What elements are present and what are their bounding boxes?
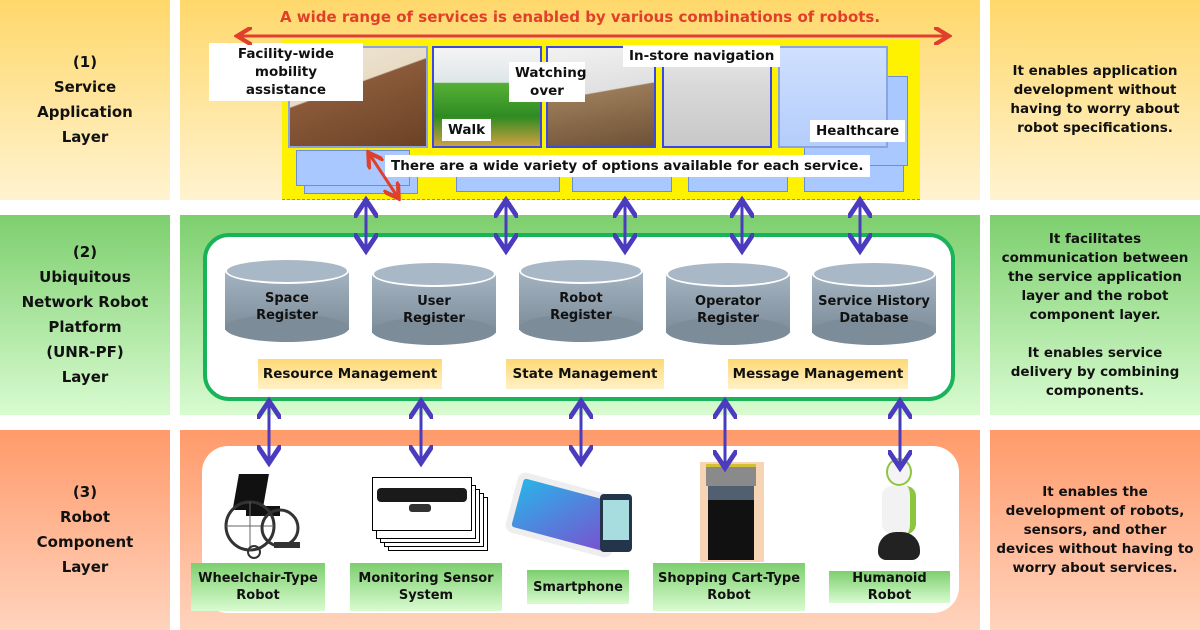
layer1-title: (1) Service Application Layer — [0, 0, 170, 200]
register-label: Register — [403, 311, 465, 326]
description-text: It enables the development of robots, se… — [996, 483, 1194, 576]
wheelchair-icon — [224, 474, 300, 559]
description-text: It facilitates communication between the… — [1001, 230, 1189, 323]
layer2-number: (2) — [72, 243, 98, 261]
layer2-name-line: (UNR-PF) — [46, 343, 124, 361]
layer3-description-panel — [990, 430, 1200, 630]
state-management-label: State Management — [506, 359, 664, 389]
layer1-name-line: Application — [37, 103, 133, 121]
register-label: Robot — [559, 291, 603, 306]
component-label-humanoid: Humanoid Robot — [829, 571, 950, 603]
layer3-number: (3) — [72, 483, 98, 501]
register-label: Register — [697, 311, 759, 326]
component-label-smartphone: Smartphone — [527, 570, 629, 604]
layer2-name-line: Ubiquitous — [39, 268, 131, 286]
service-label-healthcare: Healthcare — [810, 120, 906, 142]
layer1-name-line: Layer — [61, 128, 109, 146]
service-label-mobility: Facility-wide mobility assistance — [209, 43, 363, 101]
service-label-walk: Walk — [442, 119, 492, 141]
register-label: Register — [550, 308, 612, 323]
layer2-name-line: Layer — [61, 368, 109, 386]
register-label: Database — [839, 311, 909, 326]
service-label-watching: Watching over — [509, 62, 587, 102]
layer1-description: It enables application development witho… — [1000, 0, 1190, 200]
tablet-and-phone-icon — [503, 470, 638, 560]
services-headline: A wide range of services is enabled by v… — [279, 8, 881, 26]
description-text: It enables application development witho… — [1010, 63, 1180, 136]
layer1-name-line: Service — [53, 78, 117, 96]
cart-robot-icon — [700, 462, 764, 562]
layer2-description-panel — [990, 215, 1200, 415]
register-label: Space — [265, 291, 309, 306]
register-label: Service History — [818, 294, 930, 309]
options-note: There are a wide variety of options avai… — [385, 155, 870, 177]
register-label: Operator — [695, 294, 761, 309]
layer1-number: (1) — [72, 53, 98, 71]
layer2-label-panel — [0, 215, 170, 415]
register-label: Register — [256, 308, 318, 323]
layer2-title: (2) Ubiquitous Network Robot Platform (U… — [0, 215, 170, 415]
register-label: User — [417, 294, 451, 309]
service-label-store: In-store navigation — [623, 45, 781, 67]
layer3-label-panel — [0, 430, 170, 630]
layer1-label-panel — [0, 0, 170, 200]
layer2-name-line: Network Robot — [21, 293, 149, 311]
depth-sensor-icon — [372, 477, 492, 552]
layer3-name-line: Component — [36, 533, 134, 551]
layer3-name-line: Layer — [61, 558, 109, 576]
layer3-description: It enables the development of robots, se… — [996, 430, 1194, 630]
layer3-name-line: Robot — [59, 508, 111, 526]
description-text: It enables service delivery by combining… — [1010, 344, 1180, 399]
layer2-name-line: Platform — [48, 318, 122, 336]
message-management-label: Message Management — [728, 359, 908, 389]
humanoid-robot-icon — [874, 458, 924, 566]
layer2-description: It facilitates communication between the… — [996, 215, 1194, 415]
layer3-title: (3) Robot Component Layer — [0, 430, 170, 630]
layer1-description-panel — [990, 0, 1200, 200]
resource-management-label: Resource Management — [258, 359, 442, 389]
